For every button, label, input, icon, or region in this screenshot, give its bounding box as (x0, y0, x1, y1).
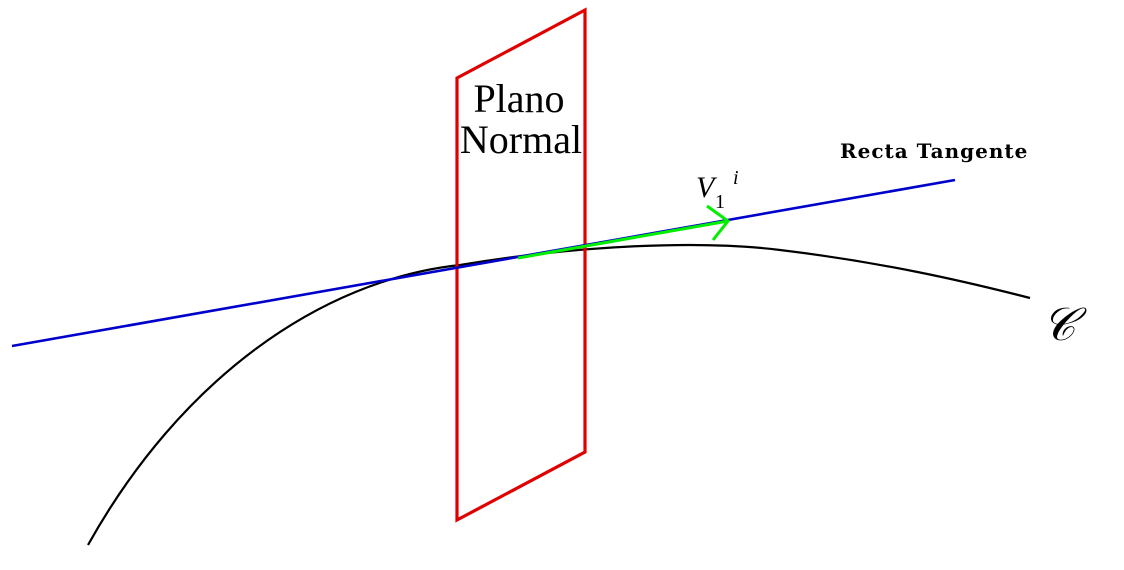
tangent-line-label: Recta Tangente (840, 139, 1028, 163)
tangent-vector (517, 204, 731, 260)
plane-label-line2: Normal (460, 117, 582, 162)
vector-label-symbol: V (696, 171, 718, 204)
curve-c (87, 243, 1031, 546)
tangent-vector-arrowhead (706, 204, 731, 241)
vector-label-subscript: 1 (715, 191, 725, 213)
tangent-line (11, 178, 956, 348)
vector-label-superscript: i (733, 167, 739, 189)
plane-label-line1: Plano (473, 76, 564, 121)
curve-label: 𝒞 (1042, 297, 1087, 351)
tangent-vector-shaft (517, 219, 729, 260)
normal-plane (455, 7, 587, 523)
